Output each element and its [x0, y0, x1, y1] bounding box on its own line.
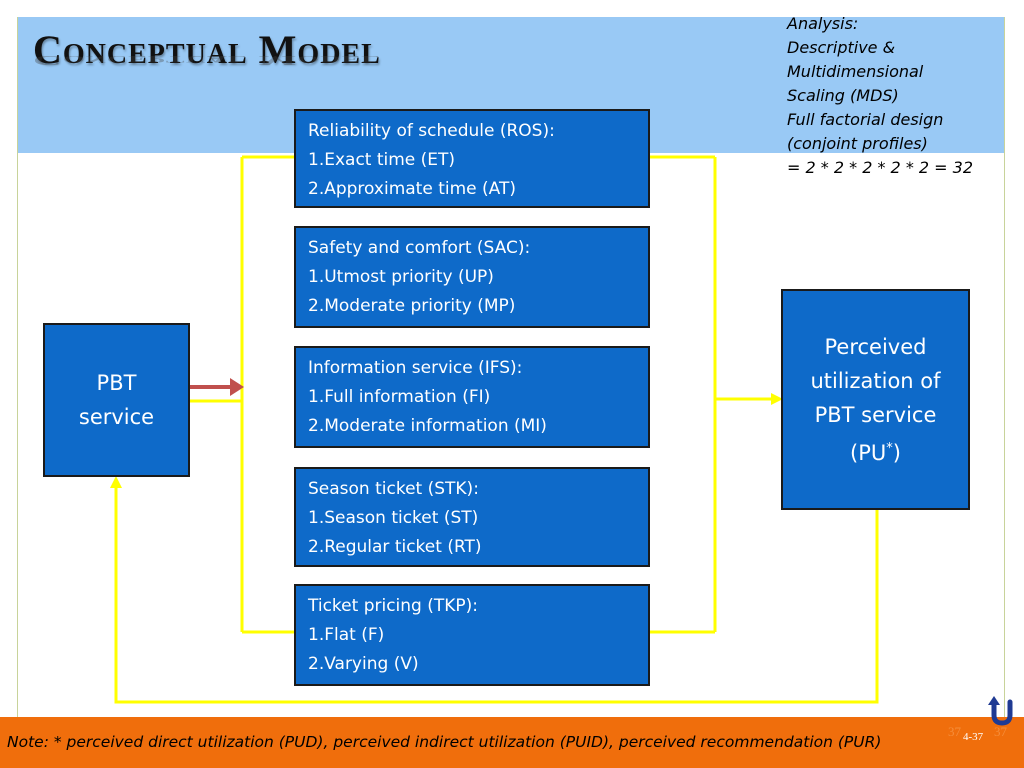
- arrowhead-feedback: [110, 476, 122, 488]
- factor-box-stk: Season ticket (STK): 1.Season ticket (ST…: [294, 467, 650, 567]
- arrowhead-to-output: [771, 393, 783, 405]
- output-line: PBT service: [814, 402, 937, 427]
- feedback-loop-line: [114, 486, 879, 704]
- factor-option: 1.Utmost priority (UP): [308, 267, 494, 287]
- factor-heading: Information service (IFS):: [308, 358, 523, 378]
- analysis-line: (conjoint profiles): [787, 134, 928, 153]
- factor-heading: Ticket pricing (TKP):: [308, 596, 479, 616]
- factor-box-ros: Reliability of schedule (ROS): 1.Exact t…: [294, 109, 650, 208]
- analysis-line: Descriptive &: [787, 38, 896, 57]
- page-number-ghost: 37: [994, 724, 1007, 739]
- factor-option: 1.Season ticket (ST): [308, 508, 479, 528]
- analysis-line: Full factorial design: [787, 110, 944, 129]
- analysis-line: Analysis:: [787, 14, 859, 33]
- factor-option: 1.Full information (FI): [308, 387, 491, 407]
- output-line: Perceived: [824, 334, 927, 359]
- footer-band: [0, 717, 1024, 768]
- factor-box-ifs: Information service (IFS): 1.Full inform…: [294, 346, 650, 448]
- factor-option: 2.Varying (V): [308, 654, 419, 674]
- u-turn-arrow-icon[interactable]: [985, 695, 1019, 729]
- factor-option: 2.Moderate information (MI): [308, 416, 547, 436]
- slide-title: Conceptual Model: [33, 27, 381, 72]
- factor-option: 2.Approximate time (AT): [308, 179, 516, 199]
- pbt-service-line: service: [78, 405, 155, 429]
- page-number-ghost: 37: [948, 724, 961, 739]
- factor-option: 1.Flat (F): [308, 625, 385, 645]
- factor-box-sac: Safety and comfort (SAC): 1.Utmost prior…: [294, 226, 650, 328]
- pbt-service-line: PBT: [96, 371, 137, 395]
- output-abbr-asterisk: *: [886, 440, 893, 456]
- factor-heading: Season ticket (STK):: [308, 479, 479, 499]
- factor-option: 1.Exact time (ET): [308, 150, 456, 170]
- output-line: utilization of: [810, 368, 941, 393]
- pbt-service-node: PBT service: [43, 323, 190, 477]
- output-abbr-line: (PU*): [850, 440, 901, 465]
- output-abbr: PU: [858, 440, 887, 465]
- analysis-line: Scaling (MDS): [787, 86, 899, 105]
- factor-option: 2.Regular ticket (RT): [308, 537, 482, 557]
- footnote: Note: * perceived direct utilization (PU…: [7, 733, 882, 751]
- factor-heading: Safety and comfort (SAC):: [308, 238, 531, 258]
- perceived-utilization-node: Perceived utilization of PBT service (PU…: [781, 289, 970, 510]
- analysis-line: = 2 * 2 * 2 * 2 * 2 = 32: [787, 158, 974, 177]
- page-number: 4-37: [963, 731, 984, 743]
- factor-heading: Reliability of schedule (ROS):: [308, 121, 555, 141]
- analysis-text: Analysis: Descriptive & Multidimensional…: [787, 12, 1012, 180]
- factor-box-tkp: Ticket pricing (TKP): 1.Flat (F) 2.Varyi…: [294, 584, 650, 686]
- analysis-line: Multidimensional: [787, 62, 924, 81]
- red-arrowhead: [230, 378, 244, 396]
- factor-option: 2.Moderate priority (MP): [308, 296, 516, 316]
- slide-frame: [17, 17, 1005, 717]
